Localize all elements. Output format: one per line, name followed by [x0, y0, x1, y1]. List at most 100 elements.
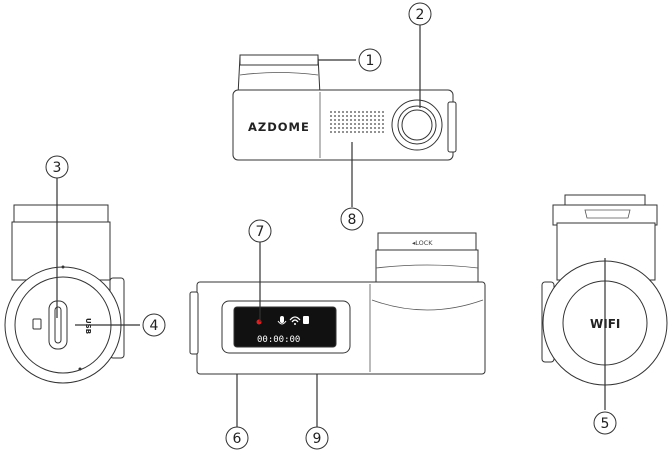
speaker-hole — [378, 111, 380, 113]
speaker-hole — [330, 115, 332, 117]
speaker-hole — [378, 115, 380, 117]
speaker-hole — [378, 131, 380, 133]
brand-logo: AZDOME — [248, 120, 310, 134]
speaker-hole — [358, 131, 360, 133]
front-side-button — [190, 292, 198, 354]
callout-8-label: 8 — [348, 212, 357, 228]
usb-c-port-inner — [55, 307, 61, 343]
speaker-hole — [342, 127, 344, 129]
speaker-hole — [370, 119, 372, 121]
speaker-hole — [346, 131, 348, 133]
front-mount-neck — [376, 250, 478, 285]
speaker-hole — [338, 131, 340, 133]
speaker-hole — [354, 131, 356, 133]
lcd-time: 00:00:00 — [257, 335, 300, 345]
callout-6-label: 6 — [233, 431, 242, 447]
speaker-hole — [382, 123, 384, 125]
speaker-hole — [354, 123, 356, 125]
speaker-hole — [350, 115, 352, 117]
speaker-hole — [330, 111, 332, 113]
speaker-hole — [350, 111, 352, 113]
speaker-hole — [378, 123, 380, 125]
lock-label: ◂LOCK — [412, 239, 433, 247]
callout-9-label: 9 — [313, 431, 322, 447]
speaker-hole — [362, 111, 364, 113]
speaker-hole — [338, 127, 340, 129]
speaker-hole — [362, 131, 364, 133]
callout-6: 6 — [226, 427, 248, 449]
left-mic-hole — [79, 368, 82, 371]
callout-4: 4 — [143, 314, 165, 336]
speaker-hole — [382, 115, 384, 117]
speaker-hole — [346, 115, 348, 117]
callout-4-label: 4 — [150, 318, 159, 334]
speaker-hole — [378, 119, 380, 121]
speaker-hole — [342, 123, 344, 125]
speaker-hole — [374, 127, 376, 129]
speaker-hole — [354, 115, 356, 117]
speaker-hole — [354, 111, 356, 113]
rec-dot — [257, 320, 262, 325]
speaker-hole — [334, 127, 336, 129]
speaker-hole — [330, 119, 332, 121]
speaker-hole — [374, 115, 376, 117]
speaker-hole — [382, 119, 384, 121]
speaker-hole — [350, 123, 352, 125]
speaker-hole — [334, 119, 336, 121]
speaker-hole — [342, 111, 344, 113]
speaker-hole — [358, 127, 360, 129]
left-side-view: USB — [5, 205, 124, 383]
speaker-hole — [338, 115, 340, 117]
lens-side-cap — [448, 102, 456, 152]
speaker-hole — [330, 123, 332, 125]
speaker-hole — [346, 127, 348, 129]
wifi-status-dot — [294, 323, 296, 325]
callout-1-label: 1 — [366, 53, 375, 69]
callout-9: 9 — [306, 427, 328, 449]
speaker-hole — [378, 127, 380, 129]
speaker-hole — [338, 119, 340, 121]
mic-icon — [280, 316, 284, 323]
speaker-hole — [342, 119, 344, 121]
callout-7: 7 — [249, 220, 271, 242]
speaker-hole — [358, 115, 360, 117]
callout-3: 3 — [46, 156, 68, 178]
speaker-hole — [358, 111, 360, 113]
speaker-hole — [382, 131, 384, 133]
sd-card-icon — [33, 319, 41, 329]
callout-2: 2 — [409, 3, 431, 25]
right-mount-top — [553, 205, 657, 225]
speaker-hole — [358, 119, 360, 121]
callout-8: 8 — [341, 208, 363, 230]
speaker-hole — [374, 119, 376, 121]
speaker-hole — [346, 119, 348, 121]
speaker-hole — [366, 123, 368, 125]
speaker-hole — [370, 111, 372, 113]
speaker-hole — [334, 123, 336, 125]
speaker-hole — [362, 119, 364, 121]
callout-3-label: 3 — [53, 160, 62, 176]
speaker-hole — [374, 131, 376, 133]
lens-glass — [402, 110, 432, 140]
speaker-hole — [382, 127, 384, 129]
speaker-hole — [374, 111, 376, 113]
speaker-hole — [350, 119, 352, 121]
front-view: ◂LOCK 00:00:00 — [190, 233, 485, 374]
speaker-hole — [366, 119, 368, 121]
speaker-hole — [338, 111, 340, 113]
speaker-hole — [350, 127, 352, 129]
speaker-hole — [362, 127, 364, 129]
speaker-hole — [330, 127, 332, 129]
speaker-hole — [366, 111, 368, 113]
speaker-hole — [370, 131, 372, 133]
speaker-hole — [350, 131, 352, 133]
speaker-hole — [362, 115, 364, 117]
speaker-hole — [334, 115, 336, 117]
speaker-hole — [370, 115, 372, 117]
speaker-hole — [346, 123, 348, 125]
speaker-hole — [382, 111, 384, 113]
speaker-hole — [362, 123, 364, 125]
callout-1: 1 — [359, 49, 381, 71]
speaker-hole — [366, 131, 368, 133]
